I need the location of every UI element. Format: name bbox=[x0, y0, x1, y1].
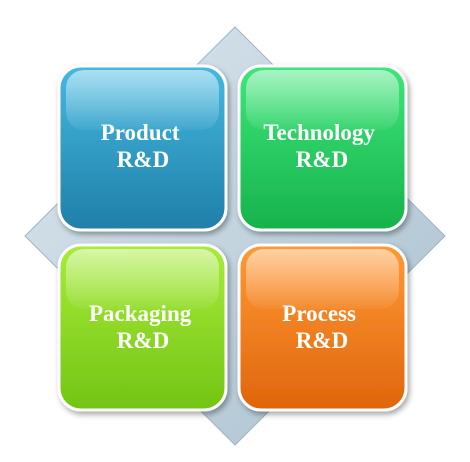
quadrant-packaging: Packaging R&D bbox=[57, 243, 228, 412]
svg-text:Product R&D: Product R&D bbox=[101, 120, 186, 172]
quadrant-process-gloss bbox=[246, 249, 399, 309]
quadrant-packaging-line2: R&D bbox=[117, 328, 169, 353]
quadrant-process: Process R&D bbox=[237, 243, 408, 412]
quadrant-packaging-line1: Packaging bbox=[89, 301, 192, 326]
svg-text:Packaging R&D: Packaging R&D bbox=[89, 301, 197, 353]
quadrant-product: Product R&D bbox=[57, 64, 228, 232]
quadrant-process-line2: R&D bbox=[296, 328, 348, 353]
quadrant-technology: Technology R&D bbox=[237, 64, 408, 232]
quadrant-technology-line1: Technology bbox=[263, 120, 375, 145]
quadrant-product-gloss bbox=[66, 70, 219, 130]
svg-text:Process R&D: Process R&D bbox=[282, 301, 361, 353]
quadrant-product-line2: R&D bbox=[117, 147, 169, 172]
quadrant-product-line1: Product bbox=[101, 120, 180, 145]
quadrant-packaging-gloss bbox=[66, 249, 219, 309]
quadrant-process-line1: Process bbox=[282, 301, 356, 326]
quadrant-technology-line2: R&D bbox=[296, 147, 348, 172]
quadrant-technology-gloss bbox=[246, 70, 399, 130]
svg-text:Technology R&D: Technology R&D bbox=[263, 120, 380, 172]
